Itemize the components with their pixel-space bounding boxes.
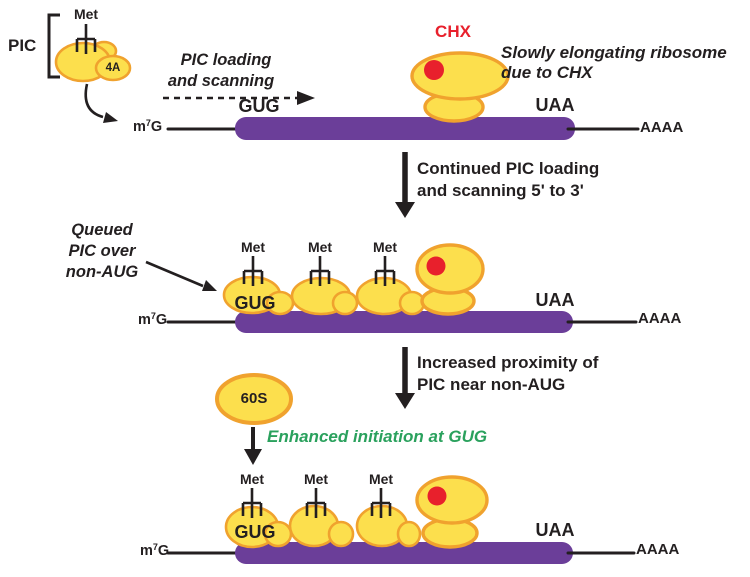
step1-caption-line1: Continued PIC loading — [417, 159, 600, 178]
step2-caption-line2: PIC near non-AUG — [417, 375, 566, 394]
chx-label: CHX — [435, 22, 471, 41]
orf-bar — [235, 542, 573, 564]
s60-oval — [215, 373, 293, 425]
gug-label: GUG — [238, 96, 280, 116]
eif4a-label: 4A — [105, 62, 121, 74]
met-label: Met — [303, 471, 329, 487]
m7g-label: m7G — [133, 118, 163, 135]
step2-arrow — [395, 347, 415, 409]
scanning-dashed-arrow — [163, 91, 315, 105]
ribosome-60s — [415, 243, 485, 295]
queued-caption-line3: non-AUG — [65, 263, 139, 281]
trna-icon — [309, 256, 331, 286]
trna-icon — [75, 24, 97, 54]
trna-icon — [370, 488, 392, 518]
chx-dot-icon — [424, 60, 444, 80]
trna-icon — [374, 256, 396, 286]
uaa-label: UAA — [535, 95, 575, 115]
elongating-ribosome-row2 — [415, 243, 485, 316]
trna-icon — [242, 256, 264, 286]
queued-caption-line1: Queued — [71, 221, 133, 239]
pic-oval-small — [398, 290, 426, 316]
elongating-ribosome-row3 — [415, 475, 489, 549]
pic-oval-small — [265, 290, 295, 316]
pic-oval-small — [396, 520, 422, 548]
gug-label: GUG — [234, 522, 276, 542]
m7g-label: m7G — [140, 542, 170, 559]
polya-label: AAAA — [638, 310, 682, 327]
orf-bar — [235, 311, 573, 333]
free-pic-complex — [54, 24, 132, 83]
met-label: Met — [307, 239, 333, 255]
elongating-ribosome-row1 — [410, 51, 510, 123]
mrna-row1 — [166, 117, 640, 140]
met-label: Met — [240, 239, 266, 255]
loading-caption-line2: and scanning — [167, 72, 275, 90]
polya-label: AAAA — [636, 541, 680, 558]
mrna-row3 — [166, 542, 636, 564]
ribosome-60s — [415, 475, 489, 525]
trna-icon — [305, 488, 327, 518]
pic-loading-curved-arrow — [84, 83, 118, 123]
pic-oval-small — [263, 520, 293, 548]
pic-oval-small — [331, 290, 359, 316]
met-label: Met — [239, 471, 265, 487]
queued-caption-line2: PIC over — [68, 242, 136, 260]
loading-caption-line1: PIC loading — [180, 51, 272, 69]
gug-label: GUG — [234, 293, 276, 313]
m7g-label: m7G — [138, 311, 168, 328]
enhanced-caption: Enhanced initiation at GUG — [267, 427, 488, 446]
step1-arrow — [395, 152, 415, 218]
pic-bracket — [47, 13, 60, 79]
step2-caption-line1: Increased proximity of — [417, 353, 599, 372]
uaa-label: UAA — [535, 290, 575, 310]
pic-label: PIC — [8, 36, 37, 55]
s60-join-arrow — [244, 427, 262, 465]
slow-caption-line1: Slowly elongating ribosome — [501, 43, 727, 62]
s60-label: 60S — [240, 390, 268, 407]
chx-dot-icon — [427, 486, 447, 506]
queued-pic-arrow — [145, 260, 217, 291]
mrna-row2 — [166, 311, 638, 333]
met-label: Met — [372, 239, 398, 255]
polya-label: AAAA — [640, 119, 684, 136]
orf-bar — [235, 117, 575, 140]
met-label: Met — [73, 6, 99, 22]
eif4a-oval — [94, 54, 132, 82]
step1-caption-line2: and scanning 5' to 3' — [417, 181, 584, 200]
queued-pics-row2 — [222, 256, 426, 316]
queued-pics-row3 — [224, 488, 422, 549]
slow-caption-line2: due to CHX — [501, 63, 593, 82]
met-label: Met — [368, 471, 394, 487]
pic-oval-small — [327, 520, 355, 548]
chx-dot-icon — [426, 256, 446, 276]
uaa-label: UAA — [535, 520, 575, 540]
trna-icon — [241, 488, 263, 518]
